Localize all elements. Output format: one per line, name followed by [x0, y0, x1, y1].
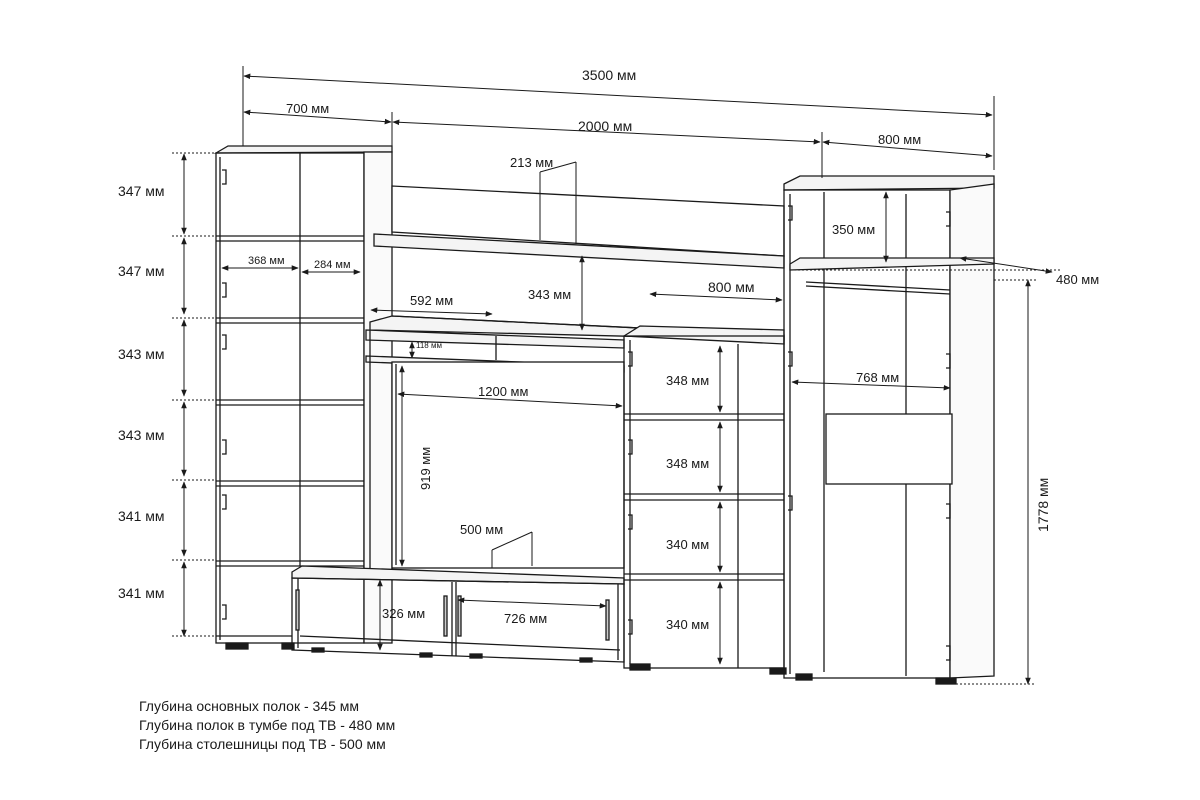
- dim-total-height: 1778 мм: [1035, 478, 1051, 532]
- dim-middle-width: 2000 мм: [578, 118, 632, 134]
- dim-left-h1: 347 мм: [118, 183, 165, 199]
- note-tv-cabinet-shelves: Глубина полок в тумбе под ТВ - 480 мм: [139, 717, 396, 733]
- depth-notes: Глубина основных полок - 345 мм Глубина …: [139, 697, 395, 754]
- dim-left-h5: 341 мм: [118, 508, 165, 524]
- dim-left-col-a: 368 мм: [248, 255, 285, 267]
- dim-total-width: 3500 мм: [582, 67, 636, 83]
- note-main-shelves: Глубина основных полок - 345 мм: [139, 698, 360, 714]
- dim-right-width: 800 мм: [878, 132, 921, 147]
- dim-left-col-b: 284 мм: [314, 259, 351, 271]
- tv-cabinet: [291, 565, 625, 663]
- dim-tv-w: 1200 мм: [478, 384, 528, 399]
- dim-depth-480: 480 мм: [1056, 272, 1099, 287]
- dim-tv-top-depth: 500 мм: [460, 522, 503, 537]
- dim-right-shelf: 350 мм: [832, 222, 875, 237]
- dim-mid-gap: 343 мм: [528, 287, 571, 302]
- dim-left-h2: 347 мм: [118, 263, 165, 279]
- dim-tv-h: 919 мм: [418, 447, 433, 490]
- furniture-outline: [213, 145, 995, 685]
- wall-shelves: [369, 185, 785, 341]
- dim-shelf-offset: 213 мм: [510, 155, 553, 170]
- note-tv-tabletop: Глубина столешницы под ТВ - 500 мм: [139, 736, 386, 752]
- dimension-lines: [172, 66, 1060, 685]
- dim-tv-cab-h: 326 мм: [382, 606, 425, 621]
- dimension-labels: 3500 мм 700 мм 2000 мм 800 мм 213 мм 350…: [118, 67, 1099, 632]
- dim-su-h1: 348 мм: [666, 373, 709, 388]
- dim-wardrobe-inner: 768 мм: [856, 370, 899, 385]
- dim-left-h4: 343 мм: [118, 427, 165, 443]
- dim-left-h6: 341 мм: [118, 585, 165, 601]
- dim-shelf-unit-w: 800 мм: [708, 279, 755, 295]
- dim-left-width: 700 мм: [286, 101, 329, 116]
- dim-su-h4: 340 мм: [666, 617, 709, 632]
- dim-tv-cab-w: 726 мм: [504, 611, 547, 626]
- dim-mid-shelf: 592 мм: [410, 293, 453, 308]
- dim-su-h3: 340 мм: [666, 537, 709, 552]
- dim-su-h2: 348 мм: [666, 456, 709, 471]
- wardrobe: [783, 175, 995, 685]
- dim-small-gap: 118 мм: [416, 341, 442, 350]
- dim-left-h3: 343 мм: [118, 346, 165, 362]
